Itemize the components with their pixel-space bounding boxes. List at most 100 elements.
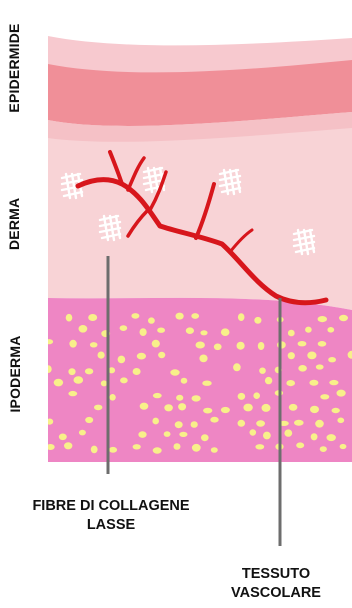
fat-cell xyxy=(318,341,327,347)
fat-cell xyxy=(320,394,329,399)
fat-cell xyxy=(259,368,266,374)
fat-cell xyxy=(250,429,257,435)
fat-cell xyxy=(196,342,205,349)
fat-cell xyxy=(289,404,298,411)
fat-cell xyxy=(298,365,307,372)
vessel-caption: TESSUTO VASCOLARE xyxy=(216,565,336,603)
fat-cell xyxy=(45,339,53,344)
ipoderma-label: IPODERMA xyxy=(7,335,23,413)
fat-cell xyxy=(133,444,141,449)
fat-cell xyxy=(176,313,184,320)
fat-cell xyxy=(98,352,105,359)
fat-cell xyxy=(258,342,265,350)
fat-cell xyxy=(74,376,84,384)
collagen-caption-line2: LASSE xyxy=(0,516,222,535)
fat-cell xyxy=(238,393,246,400)
fat-cell xyxy=(237,342,245,350)
fat-cell xyxy=(243,404,252,412)
fat-cell xyxy=(152,340,160,348)
fat-cell xyxy=(307,352,316,360)
fat-cell xyxy=(288,352,295,359)
fat-cell xyxy=(210,417,218,423)
fat-cell xyxy=(64,442,72,449)
fat-cell xyxy=(181,378,188,384)
fat-cell xyxy=(79,430,86,436)
fat-cell xyxy=(69,340,76,348)
fat-cell xyxy=(238,313,245,321)
fat-cell xyxy=(47,444,55,450)
fat-cell xyxy=(254,317,261,324)
fat-cell xyxy=(175,421,183,428)
fat-cell xyxy=(158,352,165,358)
fat-cell xyxy=(284,429,292,436)
fat-cell xyxy=(88,314,97,321)
fat-cell xyxy=(211,447,218,453)
fat-cell xyxy=(315,420,324,428)
fat-cell xyxy=(327,434,336,441)
fat-cell xyxy=(138,431,146,438)
fat-cell xyxy=(309,380,318,386)
vessel-caption-line2: VASCOLARE xyxy=(216,584,336,603)
fat-cell xyxy=(178,403,186,410)
fat-cell xyxy=(329,380,338,385)
fat-cell xyxy=(85,417,93,423)
fat-cell xyxy=(153,447,162,453)
fat-cell xyxy=(153,393,162,398)
fat-cell xyxy=(332,408,340,413)
fat-cell xyxy=(262,404,271,412)
fat-cell xyxy=(109,394,115,401)
fat-cell xyxy=(45,365,52,373)
fat-cell xyxy=(191,421,198,428)
fat-cell xyxy=(199,355,207,363)
fat-cell xyxy=(131,313,139,319)
fat-cell xyxy=(233,363,241,371)
fat-cell xyxy=(263,432,271,440)
fat-cell xyxy=(298,341,307,346)
fat-cell xyxy=(316,364,324,369)
fat-cell xyxy=(68,368,75,375)
fat-cell xyxy=(179,432,187,437)
fat-cell xyxy=(46,419,53,425)
fat-cell xyxy=(176,395,183,401)
fat-cell xyxy=(118,356,126,364)
fat-cell xyxy=(101,380,107,386)
fat-cell xyxy=(201,434,209,441)
fat-cell xyxy=(221,328,230,336)
fat-cell xyxy=(337,418,344,424)
fat-cell xyxy=(94,405,102,411)
fat-cell xyxy=(164,404,173,411)
fat-cell xyxy=(221,407,230,413)
fat-cell xyxy=(85,368,93,374)
fat-cell xyxy=(170,369,179,375)
fat-cell xyxy=(214,344,222,351)
fat-cell xyxy=(174,443,181,450)
fat-cell xyxy=(191,313,199,319)
fat-cell xyxy=(202,381,211,386)
fat-cell xyxy=(157,328,165,333)
fat-cell xyxy=(318,316,327,322)
fat-cell xyxy=(320,446,327,452)
collagen-caption-line1: FIBRE DI COLLAGENE xyxy=(0,497,222,516)
fat-cell xyxy=(296,442,304,448)
fat-cell xyxy=(109,447,117,453)
fat-cell xyxy=(305,327,312,333)
fat-cell xyxy=(140,403,149,410)
fat-cell xyxy=(327,327,334,333)
fat-cell xyxy=(286,380,295,386)
fat-cell xyxy=(54,379,63,387)
fat-cell xyxy=(186,327,194,334)
fat-cell xyxy=(137,353,146,360)
vessel-caption-line1: TESSUTO xyxy=(216,565,336,584)
hypodermis-layer xyxy=(48,298,352,462)
fat-cell xyxy=(68,391,77,396)
fat-cell xyxy=(79,325,88,333)
fat-cell xyxy=(340,444,347,449)
fat-cell xyxy=(192,395,201,401)
fat-cell xyxy=(255,444,264,449)
fat-cell xyxy=(152,418,159,425)
fat-cell xyxy=(328,357,336,362)
fat-cell xyxy=(66,314,73,322)
fat-cell xyxy=(311,433,318,440)
fat-cell xyxy=(238,420,246,427)
fat-cell xyxy=(310,406,319,413)
